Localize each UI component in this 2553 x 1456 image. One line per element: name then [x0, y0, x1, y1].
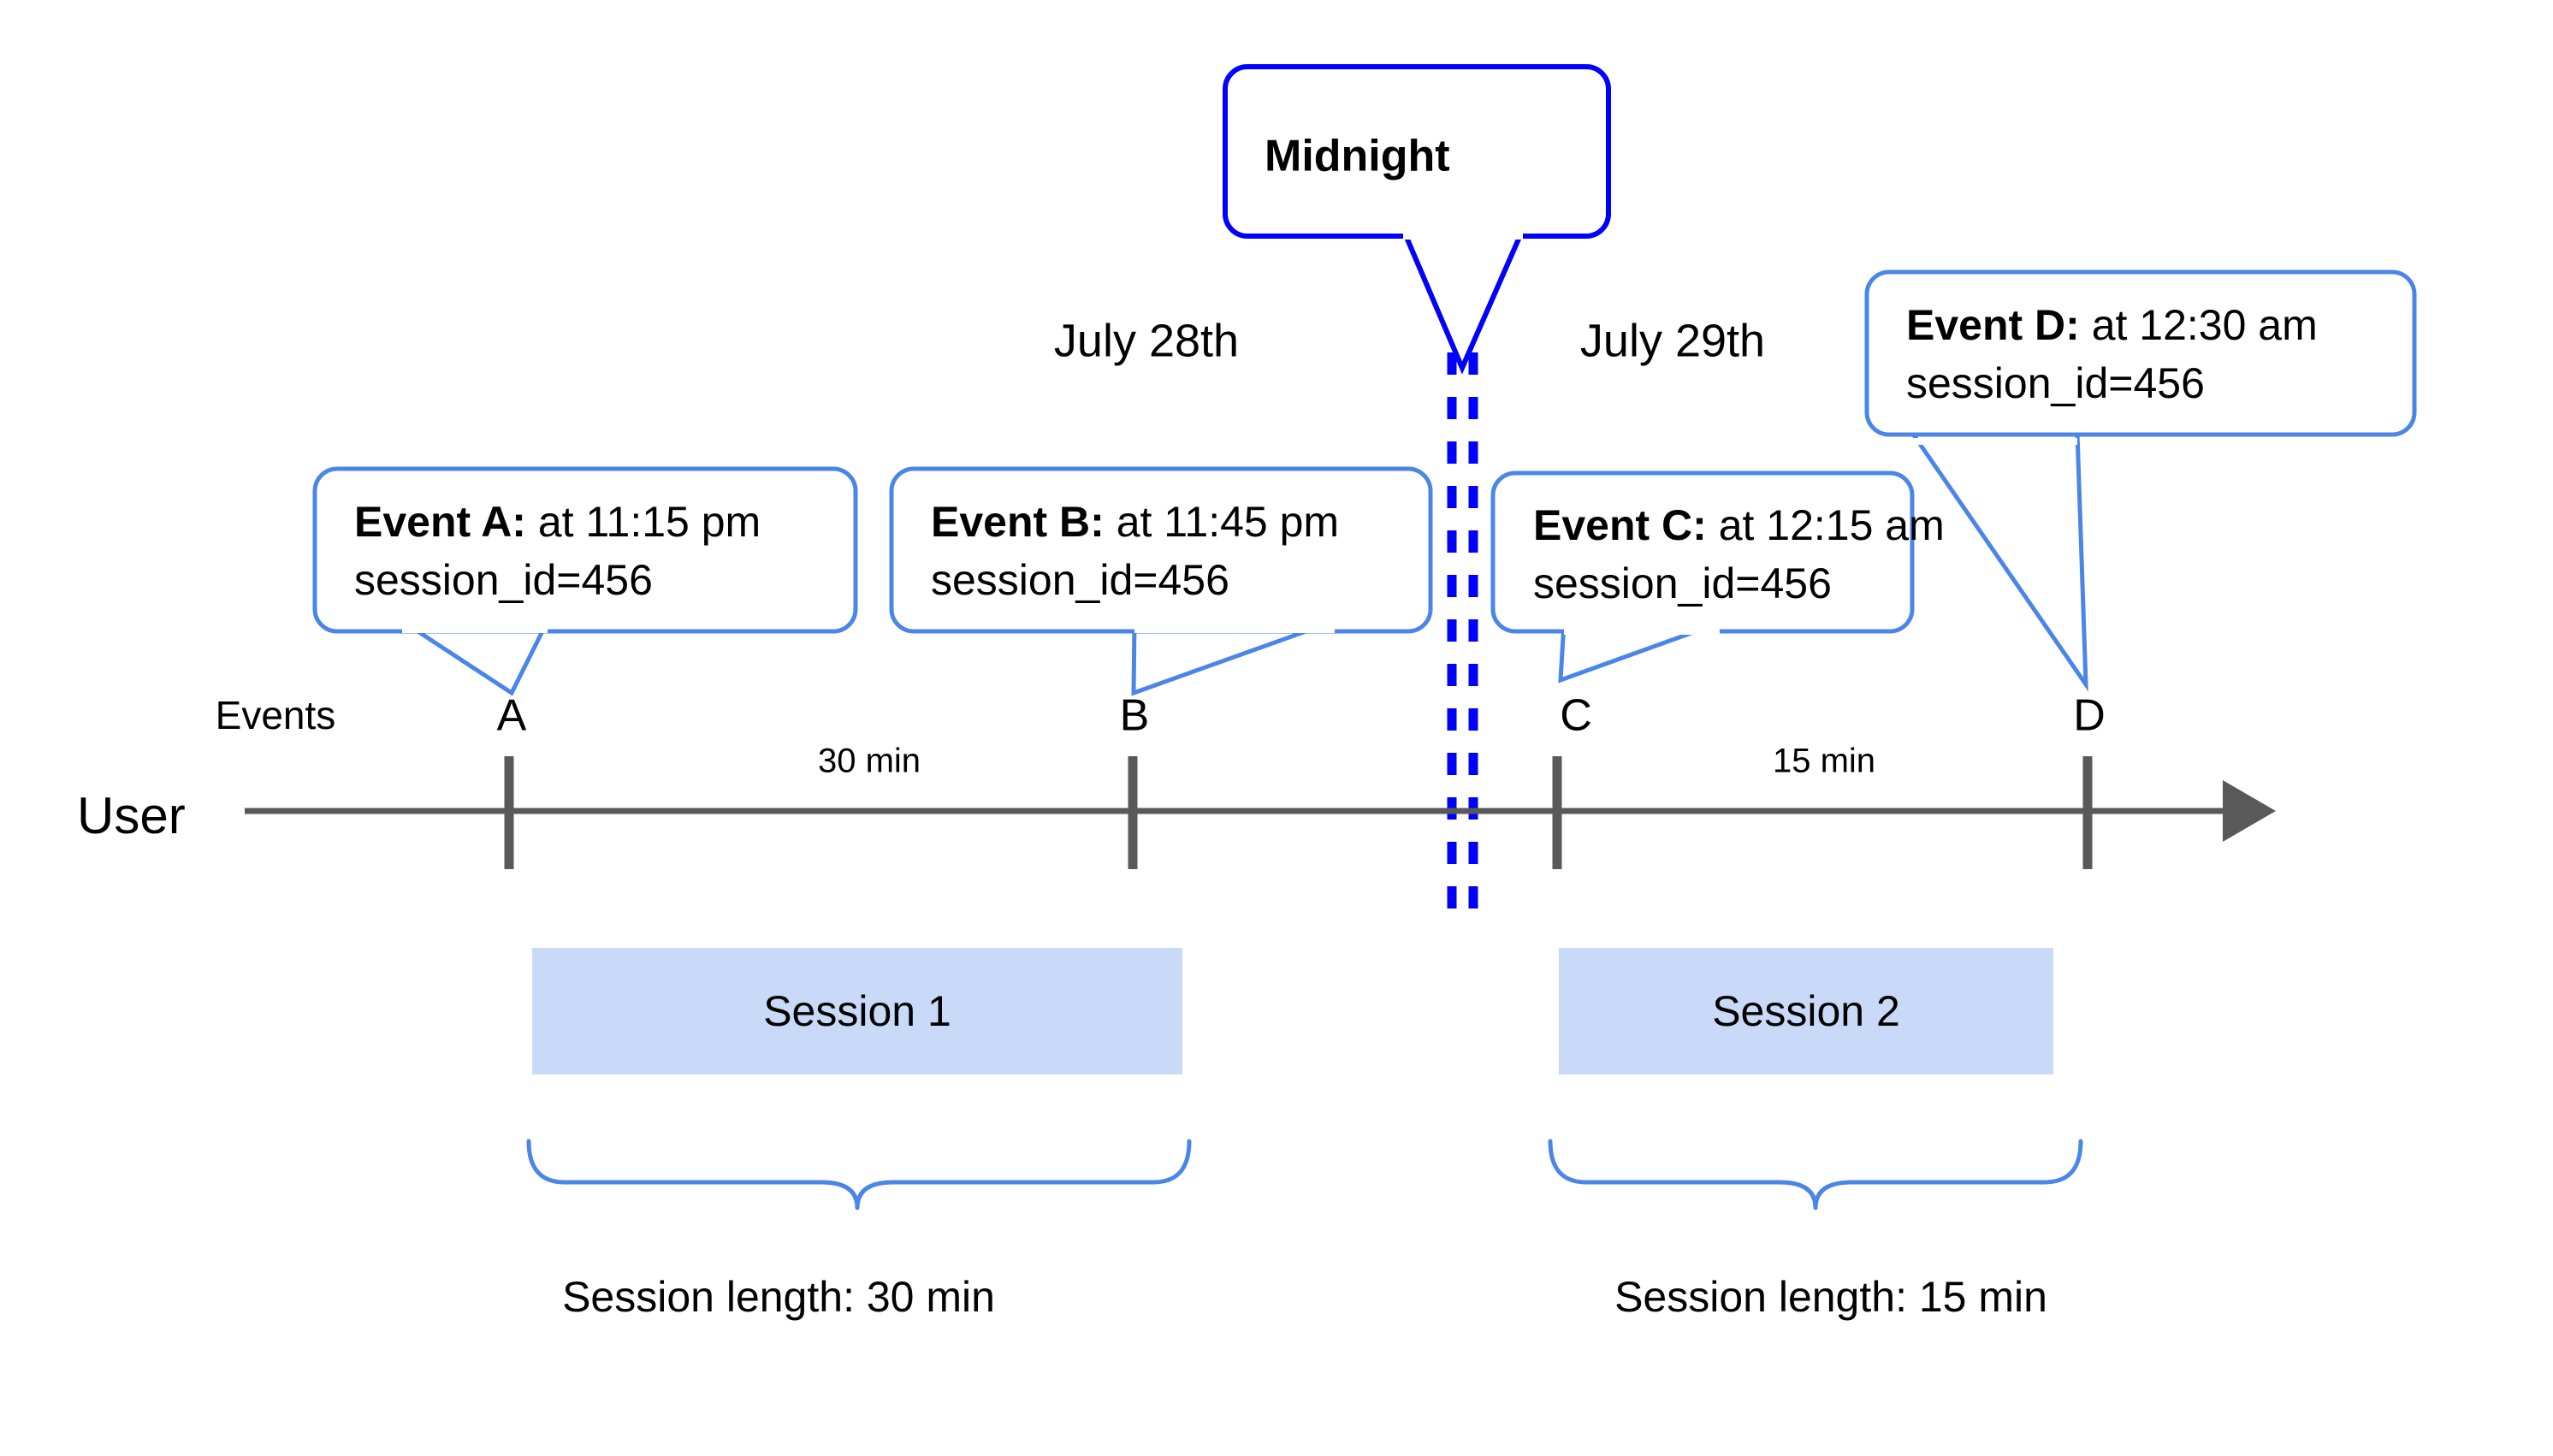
- session-1-length-label: Session length: 30 min: [562, 1273, 995, 1321]
- timeline-axis: User: [77, 756, 2276, 869]
- event-b-callout[interactable]: Event B: at 11:45 pm session_id=456: [889, 466, 1433, 696]
- event-a-time: at 11:15 pm: [526, 498, 761, 546]
- event-b-title: Event B:: [931, 498, 1105, 546]
- session-2-brace: [1548, 1139, 2083, 1210]
- event-d-title: Event D:: [1906, 301, 2080, 349]
- event-a-callout[interactable]: Event A: at 11:15 pm session_id=456: [312, 466, 858, 696]
- midnight-callout[interactable]: Midnight: [1223, 64, 1611, 375]
- event-a-session-id: session_id=456: [354, 556, 653, 604]
- event-c-time: at 12:15 am: [1707, 501, 1945, 549]
- event-marker-label-a: A: [497, 691, 527, 741]
- event-marker-label-b: B: [1120, 691, 1150, 741]
- interval-label-30min: 30 min: [818, 743, 921, 780]
- axis-row-label-user: User: [77, 787, 186, 844]
- session-2-box: [1559, 948, 2053, 1074]
- event-c-callout-box: [1490, 471, 1915, 634]
- event-b-line1: Event B: at 11:45 pm: [931, 498, 1339, 546]
- event-b-session-id: session_id=456: [931, 556, 1229, 604]
- event-d-line1: Event D: at 12:30 am: [1906, 301, 2318, 349]
- interval-label-15min: 15 min: [1773, 743, 1875, 780]
- session-2-label: Session 2: [1712, 987, 1900, 1035]
- event-c-title: Event C:: [1533, 501, 1707, 549]
- session-1-box: [532, 948, 1182, 1074]
- event-a-title: Event A:: [354, 498, 526, 546]
- date-label-july-28: July 28th: [1054, 315, 1239, 366]
- date-label-july-29: July 29th: [1580, 315, 1765, 366]
- events-row-label: Events: [216, 693, 336, 737]
- session-1-group[interactable]: Session 1 Session length: 30 min: [526, 948, 1192, 1321]
- event-a-line1: Event A: at 11:15 pm: [354, 498, 761, 546]
- event-c-line1: Event C: at 12:15 am: [1533, 501, 1945, 549]
- event-marker-label-c: C: [1560, 691, 1592, 741]
- event-d-session-id: session_id=456: [1906, 359, 2205, 407]
- midnight-callout-tail: [1399, 227, 1527, 375]
- event-b-callout-box: [889, 466, 1433, 634]
- event-d-callout[interactable]: Event D: at 12:30 am session_id=456: [1864, 269, 2417, 692]
- event-c-callout[interactable]: Event C: at 12:15 am session_id=456: [1490, 471, 1945, 684]
- midnight-boundary-lines: [1447, 352, 1478, 926]
- event-c-session-id: session_id=456: [1533, 559, 1832, 607]
- session-1-label: Session 1: [763, 987, 951, 1035]
- session-2-group[interactable]: Session 2 Session length: 15 min: [1548, 948, 2083, 1321]
- event-marker-label-d: D: [2073, 691, 2106, 741]
- event-d-time: at 12:30 am: [2080, 301, 2318, 349]
- session-1-brace: [526, 1139, 1192, 1210]
- midnight-label: Midnight: [1265, 132, 1450, 181]
- event-d-callout-tail: [1908, 430, 2088, 692]
- event-a-callout-box: [312, 466, 858, 634]
- session-2-length-label: Session length: 15 min: [1614, 1273, 2047, 1321]
- axis-arrow-icon: [2223, 780, 2276, 842]
- event-d-callout-box: [1864, 269, 2417, 437]
- event-b-time: at 11:45 pm: [1105, 498, 1339, 546]
